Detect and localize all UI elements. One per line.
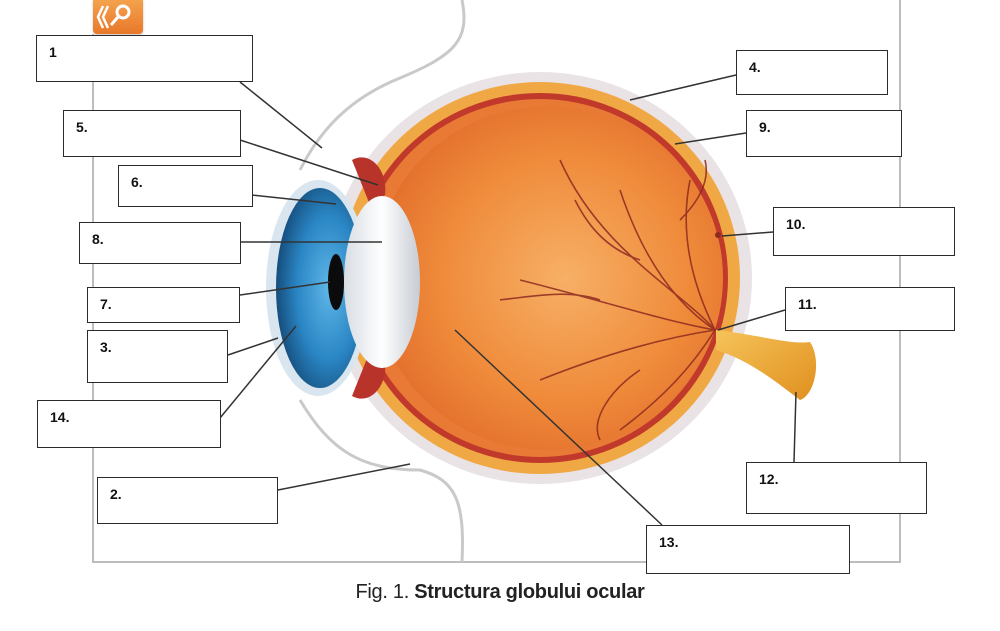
label-box-2[interactable]: 2. — [97, 477, 278, 524]
fovea — [715, 232, 721, 238]
label-box-7[interactable]: 7. — [87, 287, 240, 323]
label-box-13[interactable]: 13. — [646, 525, 850, 574]
label-box-12[interactable]: 12. — [746, 462, 927, 514]
label-box-11[interactable]: 11. — [785, 287, 955, 331]
label-box-5[interactable]: 5. — [63, 110, 241, 157]
upper-eyelid — [298, 0, 466, 171]
label-box-10[interactable]: 10. — [773, 207, 955, 256]
pupil — [328, 254, 344, 310]
label-box-4[interactable]: 4. — [736, 50, 888, 95]
lower-eyelid — [298, 399, 464, 563]
label-box-1[interactable]: 1 — [36, 35, 253, 82]
lens — [344, 196, 420, 368]
caption-title: Structura globului ocular — [414, 581, 645, 603]
label-box-8[interactable]: 8. — [79, 222, 241, 264]
retinal-vessels — [499, 159, 716, 441]
iris — [276, 188, 364, 388]
label-box-3[interactable]: 3. — [87, 330, 228, 383]
caption-prefix: Fig. 1. — [355, 581, 409, 603]
magnifier-icon — [96, 4, 131, 29]
figure-caption: Fig. 1. Structura globului ocular — [0, 581, 1000, 604]
label-box-6[interactable]: 6. — [118, 165, 253, 207]
label-box-14[interactable]: 14. — [37, 400, 221, 448]
label-box-9[interactable]: 9. — [746, 110, 902, 157]
magnifier-app-icon[interactable] — [93, 0, 143, 34]
leader-lines — [219, 74, 797, 526]
vitreous-body — [373, 106, 723, 450]
optic-nerve — [716, 330, 817, 400]
